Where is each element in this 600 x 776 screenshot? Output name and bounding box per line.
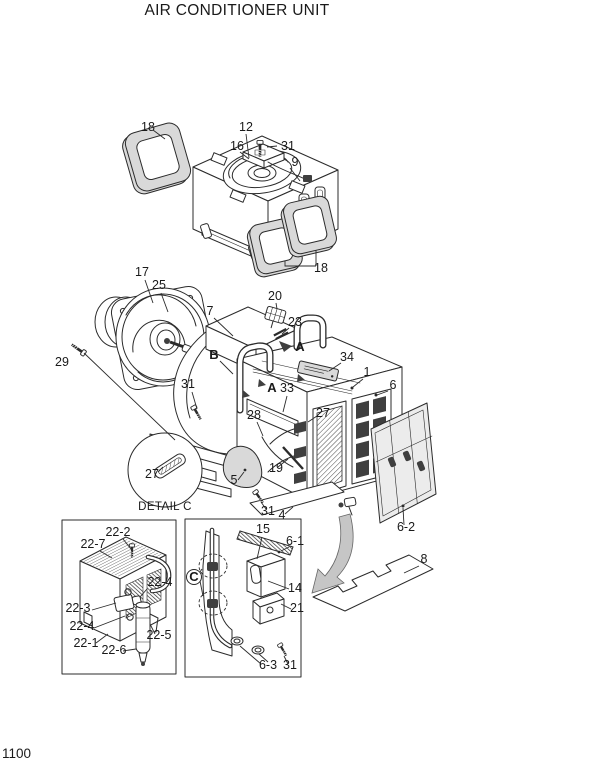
callout-23: 23 — [288, 315, 302, 329]
detail-c-view — [127, 432, 203, 508]
callout-20: 20 — [268, 289, 282, 303]
callout-6-2: 6-2 — [397, 520, 415, 534]
drain-pan-5 — [222, 445, 263, 488]
section-marker-a-upper: A — [295, 339, 305, 354]
callout-6: 6 — [390, 378, 397, 392]
o-ring — [126, 613, 134, 621]
callout-27-main: 27 — [316, 406, 330, 420]
pipe-clamp — [207, 562, 218, 571]
callout-16: 16 — [230, 139, 244, 153]
callout-9: 9 — [292, 155, 299, 169]
leader-lines — [83, 129, 420, 665]
drain-fitting — [338, 496, 357, 516]
detail-c-marker-circle — [186, 569, 202, 585]
callout-17: 17 — [135, 265, 149, 279]
section-marker-a-lower: A — [267, 380, 277, 395]
receiver-drier — [135, 601, 151, 666]
callout-22-5: 22-5 — [146, 628, 171, 642]
harness-wire — [261, 436, 294, 468]
callout-21: 21 — [290, 601, 304, 615]
clip-plate-23 — [273, 327, 289, 341]
callout-5: 5 — [231, 473, 238, 487]
callout-31-box: 31 — [283, 658, 297, 672]
base-plate-8 — [312, 554, 434, 612]
callout-22-2: 22-2 — [105, 525, 130, 539]
callout-6-3: 6-3 — [259, 658, 277, 672]
o-ring — [124, 588, 132, 596]
intake-grille — [312, 400, 347, 497]
heater-pipes — [236, 314, 327, 414]
detail-c-marker: C — [189, 569, 199, 584]
callout-15: 15 — [256, 522, 270, 536]
evaporator-inset — [61, 519, 177, 675]
bracket-22-5 — [149, 613, 159, 633]
section-arrow-a-icon — [279, 341, 292, 352]
callout-27-detail: 27 — [145, 467, 159, 481]
grommet — [251, 645, 265, 655]
callout-14: 14 — [288, 581, 302, 595]
callout-6-1: 6-1 — [286, 534, 304, 548]
callout-31-mid: 31 — [181, 377, 195, 391]
callout-1: 1 — [364, 365, 371, 379]
side-connectors — [267, 421, 306, 484]
callout-22-3: 22-3 — [65, 601, 90, 615]
callout-18-bottom: 18 — [314, 261, 328, 275]
cover-plate-4 — [249, 481, 345, 516]
detail-c-caption: DETAIL C — [138, 501, 192, 513]
pipe-bracket-inset — [184, 518, 302, 678]
molded-arrow-icon — [297, 374, 305, 382]
callout-31-low: 31 — [261, 504, 275, 518]
callout-4: 4 — [279, 508, 286, 522]
filter-panel-6-2 — [370, 402, 437, 524]
callout-7: 7 — [207, 304, 214, 318]
callout-22-7: 22-7 — [80, 537, 105, 551]
rod-19 — [282, 446, 304, 470]
callout-33: 33 — [280, 381, 294, 395]
top-blower-assembly — [122, 122, 339, 278]
callout-31-top: 31 — [281, 139, 295, 153]
direction-arrow-icon — [311, 513, 354, 594]
callout-19: 19 — [269, 461, 283, 475]
molded-arrow-icon — [258, 379, 266, 387]
name-plate-34 — [297, 360, 339, 382]
callout-22-4-b: 22-4 — [69, 619, 94, 633]
callout-34: 34 — [340, 350, 354, 364]
callout-28: 28 — [247, 408, 261, 422]
callout-labels: AIR CONDITIONER UNIT 1100 18 12 16 31 9 … — [2, 2, 428, 761]
gasket-seal — [122, 122, 192, 195]
page-title: AIR CONDITIONER UNIT — [144, 2, 329, 19]
pipe-clamp — [207, 599, 218, 608]
callout-22-1: 22-1 — [73, 636, 98, 650]
connector-20 — [264, 305, 287, 329]
callout-18-top: 18 — [141, 120, 155, 134]
callout-29: 29 — [55, 355, 69, 369]
callout-8: 8 — [421, 552, 428, 566]
bolt-icon — [68, 340, 89, 358]
actuator-21 — [252, 592, 285, 625]
callout-25: 25 — [152, 278, 166, 292]
upper-cover-6-1 — [236, 530, 294, 556]
section-marker-b: B — [209, 347, 218, 362]
page-number: 1100 — [2, 746, 31, 761]
callout-12: 12 — [239, 120, 253, 134]
molded-arrow-icon — [242, 390, 250, 398]
resistor-block — [246, 552, 286, 598]
callout-22-6: 22-6 — [101, 643, 126, 657]
grommet — [230, 636, 244, 646]
callout-22-4-a: 22-4 — [147, 575, 172, 589]
